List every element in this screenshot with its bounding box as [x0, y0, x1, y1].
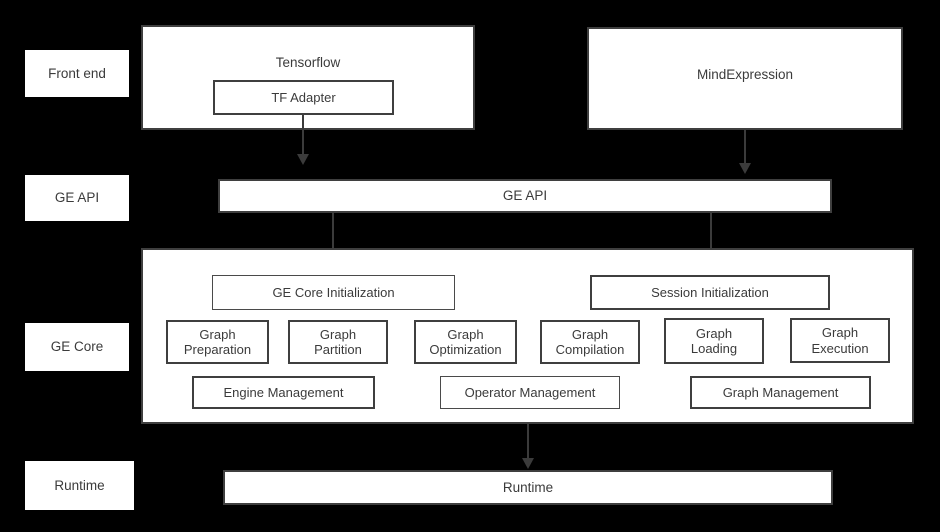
stage-label-text: GE Core	[50, 339, 104, 355]
module-label: Graph Loading	[690, 325, 738, 356]
module-graph-loading[interactable]: Graph Loading	[664, 318, 764, 364]
module-label: Graph Execution	[811, 325, 869, 356]
connector-geapi-sessioninit	[710, 213, 712, 263]
stage-label-text: GE API	[54, 190, 100, 206]
connector-mindexpression-geapi	[744, 130, 746, 165]
session-initialization-box[interactable]: Session Initialization	[590, 275, 830, 310]
arrowhead-mindexpression-geapi	[739, 163, 751, 174]
mindexpression-title: MindExpression	[696, 67, 794, 82]
stage-label-text: Front end	[48, 65, 106, 81]
connector-tfadapter-geapi	[302, 115, 304, 156]
module-label: Graph Optimization	[429, 326, 502, 357]
ge-api-label: GE API	[502, 188, 548, 204]
module-graph-compilation[interactable]: Graph Compilation	[540, 320, 640, 364]
ge-core-initialization-box[interactable]: GE Core Initialization	[212, 275, 455, 310]
module-graph-partition[interactable]: Graph Partition	[288, 320, 388, 364]
module-graph-optimization[interactable]: Graph Optimization	[414, 320, 517, 364]
mindexpression-container: MindExpression	[587, 27, 903, 130]
tensorflow-title: Tensorflow	[275, 55, 341, 70]
runtime-bar[interactable]: Runtime	[223, 470, 833, 505]
connector-gecore-runtime	[527, 424, 529, 460]
module-graph-preparation[interactable]: Graph Preparation	[166, 320, 269, 364]
stage-label-ge-core: GE Core	[25, 323, 129, 371]
tf-adapter-box[interactable]: TF Adapter	[213, 80, 394, 115]
connector-geapi-gecoreinit	[332, 213, 334, 263]
stage-label-text: Runtime	[54, 477, 105, 493]
stage-label-ge-api: GE API	[25, 175, 129, 221]
arrowhead-gecore-runtime	[522, 458, 534, 469]
management-label: Engine Management	[223, 384, 344, 400]
arrowhead-tfadapter-geapi	[297, 154, 309, 165]
ge-api-bar[interactable]: GE API	[218, 179, 832, 213]
module-graph-execution[interactable]: Graph Execution	[790, 318, 890, 363]
module-label: Graph Partition	[314, 326, 362, 357]
tf-adapter-label: TF Adapter	[271, 89, 336, 105]
stage-label-front-end: Front end	[25, 50, 129, 97]
ge-core-initialization-label: GE Core Initialization	[272, 284, 395, 300]
management-label: Operator Management	[464, 384, 596, 400]
module-label: Graph Preparation	[183, 326, 252, 357]
management-operator[interactable]: Operator Management	[440, 376, 620, 409]
module-label: Graph Compilation	[555, 326, 625, 357]
management-graph[interactable]: Graph Management	[690, 376, 871, 409]
runtime-label: Runtime	[502, 479, 554, 495]
management-label: Graph Management	[722, 384, 839, 400]
management-engine[interactable]: Engine Management	[192, 376, 375, 409]
stage-label-runtime: Runtime	[25, 461, 134, 510]
session-initialization-label: Session Initialization	[651, 284, 769, 300]
